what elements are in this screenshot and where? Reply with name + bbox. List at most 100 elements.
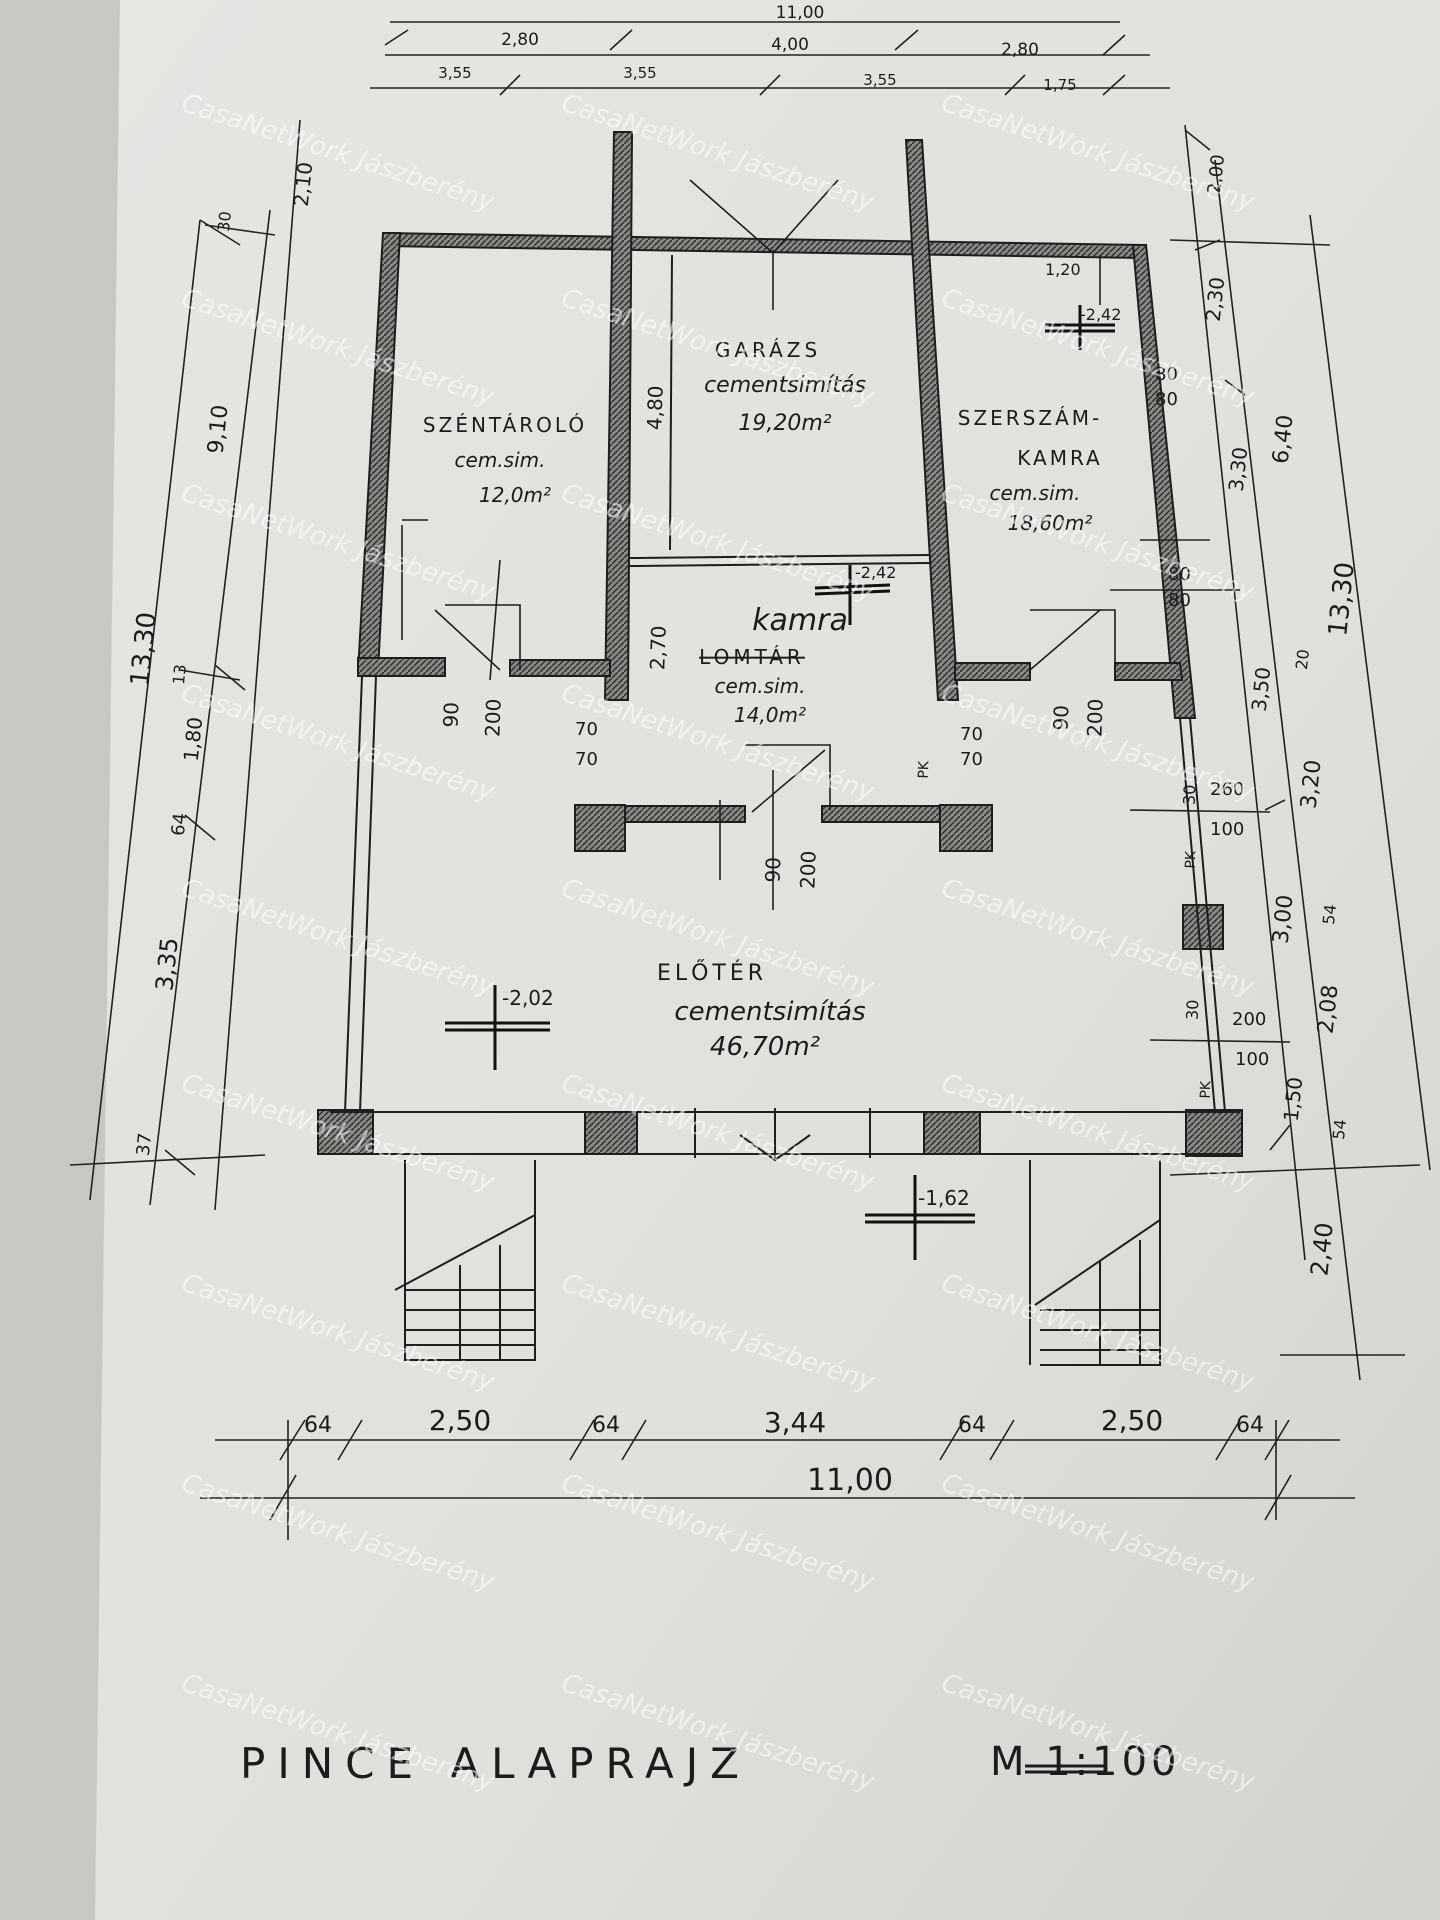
opening-win-70l-w: 70 [575, 719, 598, 740]
dim-bottom-1: 64 [304, 1413, 332, 1438]
line-right-outer-b [1189, 717, 1226, 1113]
dim-top-row1-1: 2,80 [501, 30, 539, 50]
wall-szentarolo-bottom-b [509, 659, 611, 677]
dim-left-inner-line [214, 119, 301, 1211]
level-markers [445, 305, 1115, 1260]
pillar-front-3 [923, 1111, 981, 1155]
opening-kamra-door-h: 200 [1082, 698, 1107, 737]
plan-title: PINCE ALAPRAJZ [240, 1739, 751, 1788]
opening-win-80b-w: 80 [1168, 564, 1191, 585]
dim-right-inner-line [1184, 124, 1306, 1261]
opening-win-120: 1,20 [1045, 260, 1081, 279]
wall-kamra-bottom-b [1114, 662, 1184, 681]
room-szentarolo-finish: cem.sim. [455, 448, 546, 472]
wall-right [1131, 244, 1197, 719]
room-lomtar-handwritten: kamra [752, 603, 848, 638]
dim-right-top: 2,00 [1204, 153, 1229, 195]
pillar-front-2 [584, 1111, 638, 1155]
opening-30: 30 [1183, 999, 1203, 1020]
dim-right-11: 54 [1329, 1118, 1350, 1140]
watermarks: CasaNetWork Jászberény CasaNetWork Jászb… [178, 88, 1259, 1798]
walls [317, 131, 1243, 1157]
stair-left [394, 1160, 536, 1361]
dim-right-outer-line [1214, 159, 1361, 1381]
dim-left-outer-5: 37 [133, 1132, 156, 1157]
room-garazs-name: GARÁZS [715, 338, 821, 362]
opening-win-80-w: 80 [1155, 364, 1178, 385]
stair-right [1029, 1160, 1161, 1366]
level-lomtar-marker [814, 565, 891, 625]
opening-lomtar-door-h: 200 [795, 850, 820, 889]
wall-lomtar-bottom-a [619, 805, 746, 823]
level-outside: -1,62 [918, 1186, 970, 1210]
opening-win-70-w: 70 [960, 724, 983, 745]
room-garazs-finish: cementsimítás [704, 373, 866, 398]
line-lomtar-top-2 [629, 562, 931, 567]
dim-left-inner-3: 13 [169, 663, 190, 685]
opening-lomtar-door-w: 90 [761, 857, 786, 883]
pk-label-1: PK [1183, 850, 1200, 869]
line-eloter-left-outer [344, 675, 363, 1113]
line-right-outer-a [1179, 717, 1216, 1113]
room-eloter-area: 46,70m² [710, 1032, 820, 1062]
wall-interior-right [904, 139, 960, 701]
room-szentarolo-area: 12,0m² [479, 483, 551, 507]
dim-bottom-total: 11,00 [807, 1463, 893, 1498]
door-swing-lomtar [751, 749, 826, 813]
dim-garazs-480: 4,80 [642, 385, 668, 430]
room-kamra-name-1: SZERSZÁM- [958, 406, 1102, 430]
pillar-front-1 [317, 1109, 374, 1155]
opening-win-80-h: 80 [1155, 389, 1178, 410]
dim-left-total-line [89, 219, 201, 1201]
room-lomtar-finish: cem.sim. [715, 674, 806, 698]
room-eloter-finish: cementsimítás [674, 997, 865, 1027]
wall-interior-left [603, 131, 634, 701]
plan-scale: M 1:100 [990, 1739, 1181, 1785]
level-eloter: -2,02 [502, 986, 554, 1010]
opening-kamra-door-w: 90 [1049, 705, 1074, 731]
pk-label-2: PK [1198, 1080, 1215, 1099]
room-kamra-name-2: KAMRA [1017, 446, 1102, 470]
pillar-right-mid [1182, 904, 1224, 950]
dim-bottom-5: 64 [958, 1413, 986, 1438]
room-garazs-area: 19,20m² [738, 411, 831, 436]
dim-right-1: 2,30 [1201, 276, 1230, 323]
stairs [394, 1160, 1161, 1366]
opening-win-80b-h: 80 [1168, 590, 1191, 611]
dim-bottom-7: 64 [1236, 1413, 1264, 1438]
dim-right-9: 2,08 [1314, 984, 1344, 1035]
pillar-lomtar-right [939, 804, 993, 852]
dim-right-5: 20 [1292, 648, 1313, 670]
dim-left-outer-3: 64 [168, 812, 191, 837]
dim-right-6: 3,20 [1297, 759, 1327, 810]
dim-right-total-line [1309, 214, 1431, 1171]
thin-lines [330, 254, 1240, 1162]
pillar-front-4 [1185, 1109, 1243, 1157]
dimension-lines [69, 21, 1431, 1540]
opening-win-100: 100 [1210, 819, 1244, 840]
dim-bottom-2: 2,50 [429, 1404, 491, 1437]
level-lomtar: -2,42 [855, 563, 896, 582]
level-kamra: -2,42 [1080, 305, 1121, 324]
opening-win-200: 200 [1232, 1009, 1266, 1030]
line-garage-left [669, 254, 673, 551]
dim-right-10: 1,50 [1279, 1076, 1308, 1123]
dim-bottom-6: 2,50 [1101, 1404, 1163, 1437]
dim-left-outer-line [149, 209, 271, 1206]
wall-szentarolo-bottom-a [357, 657, 446, 677]
dim-right-8: 54 [1319, 903, 1340, 925]
room-lomtar-area: 14,0m² [734, 703, 806, 727]
dim-top-row2-1: 3,55 [438, 64, 471, 82]
opening-szentarolo-door-h: 200 [480, 698, 505, 737]
room-eloter-name: ELŐTÉR [657, 960, 767, 986]
wall-lomtar-bottom-b [821, 805, 946, 823]
dim-right-12: 2,40 [1305, 1221, 1338, 1277]
room-kamra-area: 18,60m² [1008, 511, 1093, 535]
door-swing-kamra [1029, 609, 1101, 671]
opening-win-200-100: 100 [1235, 1049, 1269, 1070]
dim-bottom-4: 3,44 [764, 1406, 826, 1439]
dim-lomtar-270: 2,70 [645, 625, 671, 670]
dim-right-4: 3,50 [1247, 666, 1276, 713]
dim-top-row1-2: 4,00 [771, 35, 809, 55]
room-lomtar-name: LOMTÁR [699, 645, 805, 669]
